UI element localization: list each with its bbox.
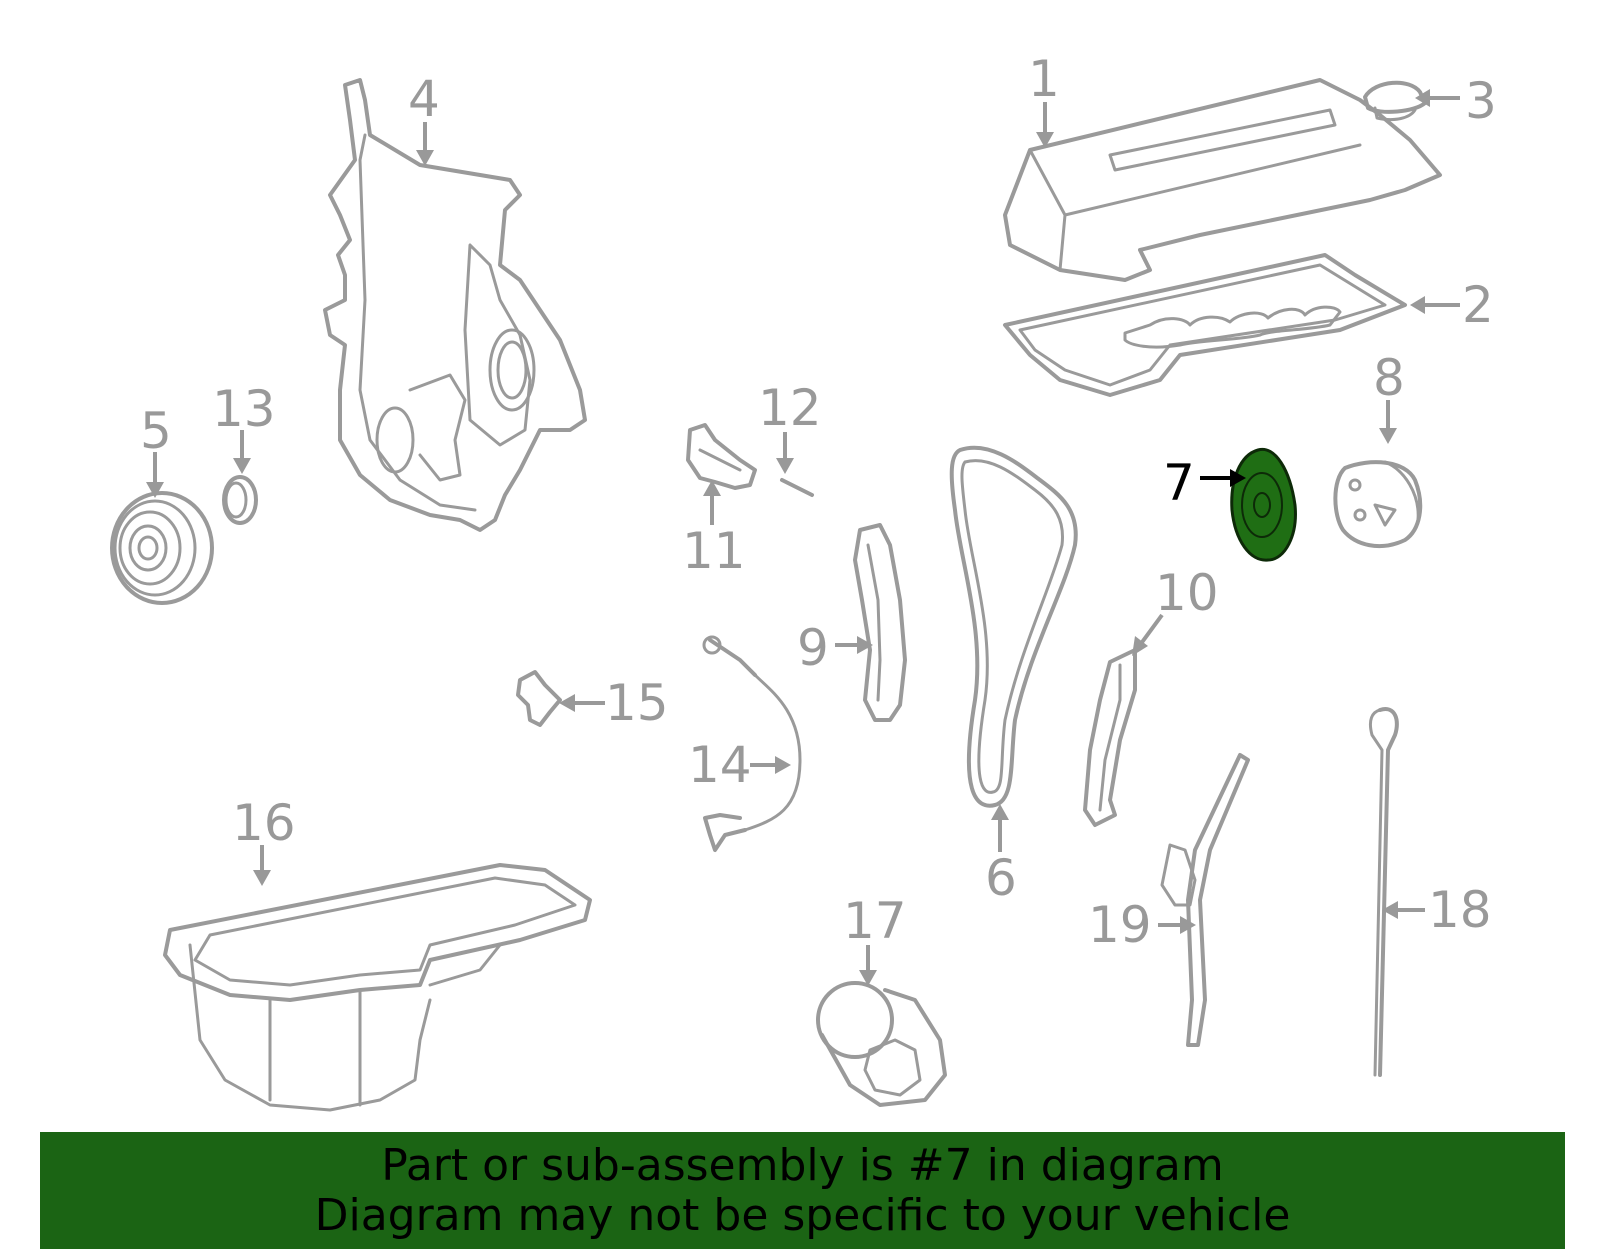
callout-15: 15 bbox=[605, 674, 669, 732]
callout-1: 1 bbox=[1028, 50, 1060, 108]
part-timing-chain-cover[interactable] bbox=[323, 78, 587, 532]
callout-14: 14 bbox=[688, 736, 752, 794]
part-oil-control-valve[interactable] bbox=[686, 423, 757, 490]
callout-7: 7 bbox=[1163, 454, 1195, 512]
part-dipstick-tube[interactable] bbox=[1160, 753, 1250, 1047]
banner-line-2: Diagram may not be specific to your vehi… bbox=[314, 1190, 1291, 1241]
part-valve-cover-gasket[interactable] bbox=[1003, 253, 1407, 397]
part-sensor-harness[interactable] bbox=[702, 635, 802, 852]
part-chain-guide-left[interactable] bbox=[853, 523, 907, 722]
callout-19: 19 bbox=[1088, 896, 1152, 954]
part-camshaft-sprocket-highlighted[interactable] bbox=[1230, 447, 1297, 562]
callout-leaders bbox=[146, 89, 1460, 986]
part-chain-tensioner-arm[interactable] bbox=[1083, 648, 1137, 827]
callout-3: 3 bbox=[1465, 72, 1497, 130]
part-bracket[interactable] bbox=[516, 670, 562, 727]
callout-11: 11 bbox=[682, 522, 746, 580]
part-crankshaft-pulley[interactable] bbox=[110, 491, 214, 605]
callout-13: 13 bbox=[212, 380, 276, 438]
banner-line-1: Part or sub-assembly is #7 in diagram bbox=[381, 1140, 1224, 1191]
part-crank-seal[interactable] bbox=[222, 475, 258, 525]
callout-numbers: 1 2 3 4 5 13 6 7 8 9 10 11 12 14 15 16 1… bbox=[140, 50, 1497, 954]
callout-4: 4 bbox=[408, 70, 440, 128]
callout-17: 17 bbox=[843, 892, 907, 950]
callout-8: 8 bbox=[1373, 349, 1405, 407]
callout-18: 18 bbox=[1428, 881, 1492, 939]
callout-6: 6 bbox=[985, 849, 1017, 907]
callout-5: 5 bbox=[140, 402, 172, 460]
part-oil-filler-cap[interactable] bbox=[1363, 80, 1427, 122]
info-banner: Part or sub-assembly is #7 in diagram Di… bbox=[40, 1132, 1565, 1249]
callout-12: 12 bbox=[758, 379, 822, 437]
callout-9: 9 bbox=[797, 619, 829, 677]
callout-2: 2 bbox=[1462, 276, 1494, 334]
part-oil-filter[interactable] bbox=[816, 981, 947, 1107]
callout-16: 16 bbox=[232, 794, 296, 852]
part-oil-pan[interactable] bbox=[163, 863, 592, 1112]
part-vvt-gear[interactable] bbox=[1333, 460, 1423, 549]
part-dowel-pin[interactable] bbox=[780, 478, 814, 497]
part-timing-chain[interactable] bbox=[949, 445, 1078, 808]
callout-10: 10 bbox=[1155, 564, 1219, 622]
part-oil-dipstick[interactable] bbox=[1368, 707, 1399, 1077]
part-valve-cover[interactable] bbox=[1003, 78, 1442, 282]
